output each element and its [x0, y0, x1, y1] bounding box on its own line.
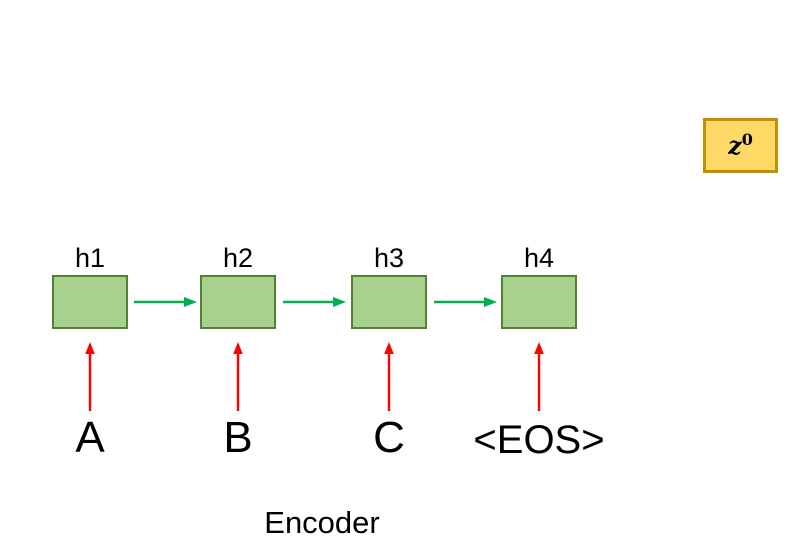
- hidden-state-label: h1: [74, 243, 106, 273]
- transition-arrow-icon: [283, 297, 346, 307]
- input-arrow-icon: [85, 342, 95, 411]
- encoder-unit: h4 <EOS>: [473, 243, 604, 475]
- hidden-state-box: [200, 275, 276, 329]
- hidden-state-box: [52, 275, 128, 329]
- input-arrow-icon: [384, 342, 394, 411]
- input-token-label: A: [75, 413, 105, 462]
- hidden-state-box: [351, 275, 427, 329]
- hidden-state-box: [501, 275, 577, 329]
- context-vector-label: z0: [728, 130, 753, 160]
- input-token-label: C: [373, 413, 405, 462]
- hidden-state-label: h4: [523, 243, 555, 273]
- transition-arrow-icon: [434, 297, 497, 307]
- input-token-label: B: [223, 413, 253, 462]
- input-token-label: <EOS>: [473, 418, 605, 462]
- context-vector-box: z0: [703, 118, 778, 173]
- encoder-caption: Encoder: [264, 505, 380, 540]
- input-arrow-icon: [534, 342, 544, 411]
- transition-arrow-icon: [134, 297, 197, 307]
- hidden-state-label: h2: [222, 243, 254, 273]
- context-label-base: z: [728, 130, 742, 160]
- encoder-unit: h3 C: [351, 245, 427, 475]
- context-label-superscript: 0: [741, 129, 753, 149]
- input-arrow-icon: [233, 342, 243, 411]
- encoder-unit: h2 B: [200, 245, 276, 475]
- encoder-unit: h1 A: [52, 245, 128, 475]
- hidden-state-label: h3: [373, 243, 405, 273]
